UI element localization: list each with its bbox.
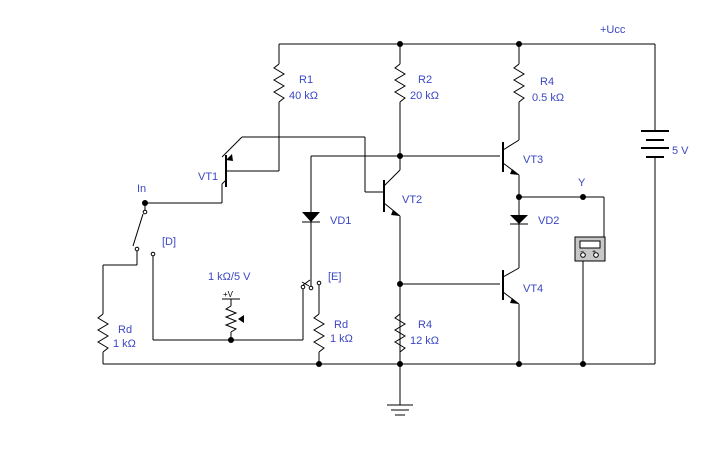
vt1-label: VT1 [198, 171, 218, 183]
vt4-label: VT4 [523, 283, 543, 295]
r4-top-name-label: R4 [540, 76, 554, 88]
transistor-vt4 [502, 267, 520, 364]
bottom-rail [103, 361, 655, 367]
r4-bottom-value-label: 12 kΩ [410, 335, 439, 347]
rd-left-value-label: 1 kΩ [113, 338, 136, 350]
transistor-vt1 [145, 136, 384, 204]
vt3-label: VT3 [523, 154, 543, 166]
r2-value-label: 20 kΩ [410, 90, 439, 102]
resistor-rd-left [97, 265, 109, 364]
switch-e-label: [E] [328, 271, 341, 283]
r4-top-value-label: 0.5 kΩ [532, 92, 564, 104]
resistor-r4-top [513, 44, 525, 140]
input-label: In [137, 183, 146, 195]
rd-right-name-label: Rd [334, 319, 348, 331]
switch-d[interactable] [103, 200, 156, 340]
vt2-label: VT2 [402, 194, 422, 206]
rd-right-value-label: 1 kΩ [330, 333, 353, 345]
pot-value-label: 1 kΩ/5 V [208, 271, 251, 283]
transistor-vt2 [383, 156, 500, 364]
svg-text:+: + [592, 249, 596, 256]
top-rail [279, 41, 656, 130]
switch-d-label: [D] [162, 236, 176, 248]
r2-name-label: R2 [418, 74, 432, 86]
voltmeter-icon[interactable]: − + [574, 236, 606, 262]
r1-name-label: R1 [299, 74, 313, 86]
diode-vd1 [302, 155, 500, 286]
r1-value-label: 40 kΩ [289, 90, 318, 102]
output-label: Y [578, 177, 586, 189]
switch-e[interactable] [300, 279, 322, 340]
resistor-r2 [394, 44, 406, 159]
transistor-vt3 [502, 139, 522, 200]
output-node [519, 194, 605, 364]
vd1-label: VD1 [330, 215, 351, 227]
ground-icon [387, 364, 413, 416]
resistor-rd-right [313, 313, 325, 364]
svg-text:−: − [580, 249, 584, 256]
supply-label: +Ucc [600, 24, 626, 36]
pot-mark-label: +V [223, 290, 234, 299]
vd2-label: VD2 [538, 215, 559, 227]
rd-left-name-label: Rd [118, 324, 132, 336]
r4-bottom-name-label: R4 [418, 319, 432, 331]
resistor-r1 [273, 44, 285, 171]
potentiometer[interactable] [153, 298, 303, 343]
battery-icon [641, 130, 669, 364]
battery-value-label: 5 V [672, 145, 689, 157]
diode-vd2 [510, 197, 528, 268]
resistor-r4-bottom [394, 313, 406, 353]
